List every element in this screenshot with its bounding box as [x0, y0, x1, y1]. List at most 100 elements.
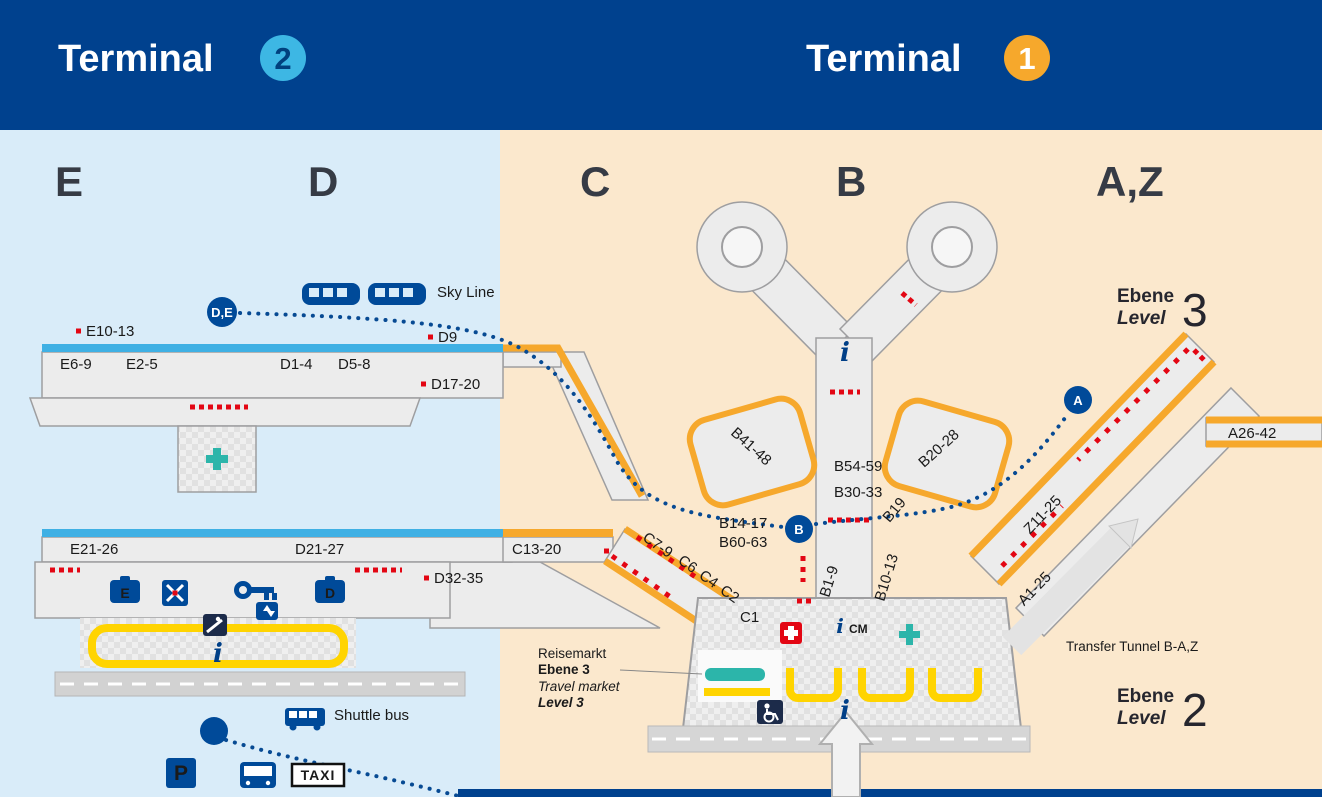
- parking-letter: P: [174, 762, 188, 785]
- skyline-route: [224, 311, 1070, 797]
- skyline-station-b: B: [785, 515, 813, 543]
- terminal2-gate-labels: E10-13 E6-9 E2-5 D1-4 D5-8 D9 D17-20 E21…: [60, 323, 483, 587]
- gate-label-d9: D9: [438, 329, 457, 346]
- concourse-ed-base: [28, 397, 422, 427]
- travel-market-leader: [619, 669, 703, 675]
- skyline-bridge-orange-edge: [503, 344, 646, 498]
- gate-label-b30-33: B30-33: [834, 484, 882, 501]
- escalator-icon: [203, 614, 227, 636]
- level2-number: 2: [1182, 684, 1208, 736]
- level2-ebene: Ebene: [1117, 686, 1174, 707]
- gate-label-d1-4: D1-4: [280, 356, 313, 373]
- gate-label-b14-17: B14-17: [719, 515, 767, 532]
- arrivals-cyan-edge: [42, 529, 503, 537]
- level3-label: Ebene Level 3: [1117, 284, 1208, 336]
- station-a-label: A: [1073, 393, 1083, 408]
- baggage-d-letter: D: [325, 585, 335, 601]
- section-b: B: [836, 158, 866, 205]
- elevator-icon: [256, 602, 278, 620]
- concourse-ed-cyan-edge: [42, 344, 503, 352]
- pier-b-trunk: [815, 337, 873, 604]
- terminal2-badge-number: 2: [274, 41, 291, 76]
- terminal2-main-building: [34, 561, 451, 619]
- baggage-icon-d: D: [315, 576, 345, 603]
- header-bar: [0, 0, 1322, 130]
- medical-cross-icon: [899, 624, 920, 645]
- header: Terminal 2 Terminal 1: [58, 35, 1050, 81]
- level2-label: Ebene Level 2: [1117, 684, 1208, 736]
- terminal1-badge-number: 1: [1018, 41, 1035, 76]
- terminal2-title: Terminal: [58, 38, 214, 80]
- meeting-point-icon: [162, 580, 188, 606]
- wheelchair-icon: [757, 700, 783, 724]
- gate-label-d5-8: D5-8: [338, 356, 371, 373]
- first-aid-icon: [780, 622, 802, 644]
- level3-number: 3: [1182, 284, 1208, 336]
- travel-market-capsule: [705, 668, 765, 681]
- level2-level: Level: [1117, 708, 1166, 729]
- medical-cross-icon: [206, 448, 228, 470]
- info-icon: i: [840, 338, 850, 368]
- taxi-label: TAXI: [301, 767, 336, 783]
- transfer-tunnel-label: Transfer Tunnel B-A,Z: [1066, 639, 1198, 654]
- terminal1-road-u1: [786, 668, 842, 702]
- gate-label-c1: C1: [740, 609, 759, 626]
- gate-label-b60-63: B60-63: [719, 534, 767, 551]
- shuttle-bus-icon: [285, 708, 325, 731]
- gate-label-d21-27: D21-27: [295, 541, 344, 558]
- baggage-icon-e: E: [110, 576, 140, 603]
- terminal2-upper-concourse: [28, 344, 650, 501]
- section-az: A,Z: [1096, 158, 1164, 205]
- gate-label-d32-35: D32-35: [434, 570, 483, 587]
- skyline-route-b-to-a: [814, 412, 1070, 526]
- skyline-label: Sky Line: [437, 284, 495, 301]
- gate-label-d17-20: D17-20: [431, 376, 480, 393]
- parking-icon: P: [166, 758, 196, 788]
- shuttle-route: [224, 738, 464, 797]
- pier-b-east-head-ring: [931, 226, 973, 268]
- terminal1-title: Terminal: [806, 38, 962, 80]
- gate-label-e10-13: E10-13: [86, 323, 134, 340]
- gate-label-a26-42: A26-42: [1228, 425, 1276, 442]
- pier-b-right-lobe: [881, 397, 1013, 511]
- gate-label-b54-59: B54-59: [834, 458, 882, 475]
- pier-b-left-lobe: [686, 395, 818, 509]
- pier-b-west-head-ring: [721, 226, 763, 268]
- gate-label-e21-26: E21-26: [70, 541, 118, 558]
- bus-icon: [240, 762, 276, 788]
- gate-label-e2-5: E2-5: [126, 356, 158, 373]
- shuttle-stop-icon: [200, 717, 228, 745]
- c13-20-orange-edge: [503, 529, 613, 537]
- cm-label: CM: [849, 622, 868, 636]
- skyline-station-de: D,E: [207, 297, 237, 327]
- terminal1-road-u2: [858, 668, 914, 702]
- bottom-road-strip: [458, 789, 1322, 797]
- travel-market-line2: Ebene 3: [538, 662, 590, 677]
- info-icon: i: [213, 639, 223, 669]
- section-e: E: [55, 158, 83, 205]
- key-icon: [234, 581, 277, 600]
- baggage-e-letter: E: [120, 585, 129, 601]
- info-icon: i: [840, 696, 850, 726]
- transfer-tunnel-arrowhead: [1108, 518, 1139, 549]
- terminal1-main-building: [647, 597, 1031, 797]
- transfer-tunnel-band: [1002, 527, 1130, 656]
- terminal1-badge: [1004, 35, 1050, 81]
- sky-line-train-icon: [302, 283, 426, 305]
- skyline-station-a: A: [1064, 386, 1092, 414]
- travel-market-line3: Travel market: [538, 679, 621, 694]
- gate-label-c13-20: C13-20: [512, 541, 561, 558]
- terminal1-piers-az: [968, 331, 1322, 656]
- level3-ebene: Ebene: [1117, 286, 1174, 307]
- gate-label-e6-9: E6-9: [60, 356, 92, 373]
- terminal2-lower-complex: [34, 529, 661, 697]
- skyline-bridge-horizontal: [502, 351, 562, 368]
- terminal1-road-u3: [928, 668, 982, 702]
- travel-market-line1: Reisemarkt: [538, 646, 607, 661]
- station-b-label: B: [794, 522, 803, 537]
- pier-z-orange-upper: [968, 331, 1189, 559]
- terminal1-pier-b: [686, 201, 1013, 604]
- travel-market-line4: Level 3: [538, 695, 584, 710]
- section-d: D: [308, 158, 338, 205]
